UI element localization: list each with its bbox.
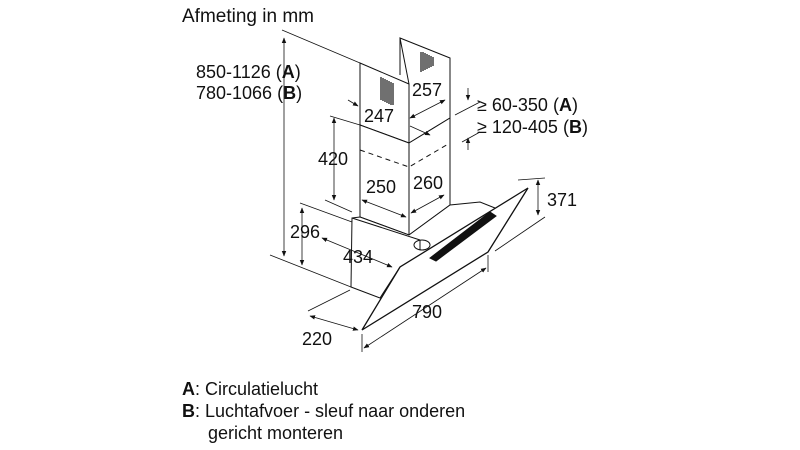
dim-glass-height: 371 xyxy=(547,190,577,210)
dim-upper-depth: 247 xyxy=(364,106,394,126)
dimension-lines xyxy=(269,29,546,352)
gap-b: ≥ 120-405 (B) xyxy=(477,117,588,137)
dim-upper-width: 257 xyxy=(412,80,442,100)
dim-body-height: 296 xyxy=(290,222,320,242)
height-total-a: 850-1126 (A) xyxy=(196,62,301,82)
height-total-b: 780-1066 (B) xyxy=(196,83,303,103)
legend-item-b: B: Luchtafvoer - sleuf naar onderen xyxy=(182,401,466,421)
vent-slots-icon xyxy=(380,52,434,105)
dim-glass-width: 790 xyxy=(412,302,442,322)
dim-lower-depth: 250 xyxy=(366,177,396,197)
dim-glass-depth: 220 xyxy=(302,329,332,349)
dim-body-depth: 434 xyxy=(343,247,373,267)
dim-chimney-height: 420 xyxy=(318,149,348,169)
legend-item-a: A: Circulatielucht xyxy=(182,379,319,399)
gap-a: ≥ 60-350 (A) xyxy=(477,95,578,115)
dim-lower-width: 260 xyxy=(413,173,443,193)
diagram-title: Afmeting in mm xyxy=(182,6,314,27)
legend-item-b-cont: gericht monteren xyxy=(208,423,344,443)
legend: A: Circulatielucht B: Luchtafvoer - sleu… xyxy=(182,378,465,444)
